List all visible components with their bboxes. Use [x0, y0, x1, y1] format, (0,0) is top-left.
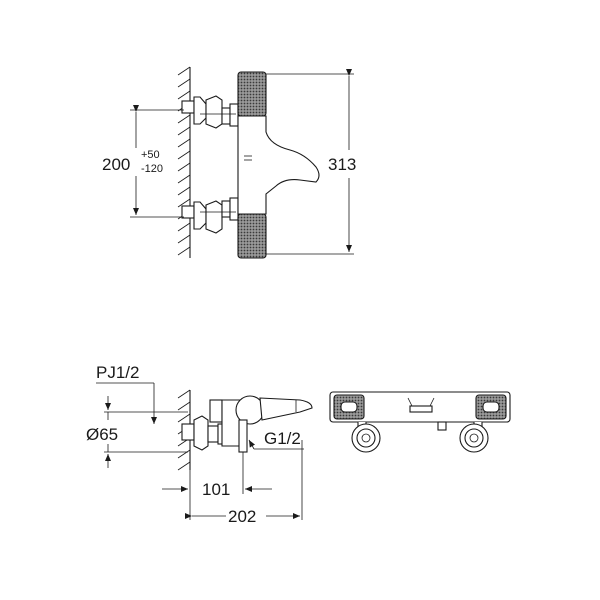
dim-inlet-thread-label: PJ1/2	[96, 363, 139, 382]
dim-inlet-thread: PJ1/2	[96, 363, 157, 424]
dim-spacing-minus: -120	[141, 163, 163, 175]
dim-center-depth-label: 101	[202, 480, 230, 499]
dim-outlet-thread-label: G1/2	[264, 429, 301, 448]
dim-connector-spacing: 200 +50 -120	[102, 105, 184, 218]
dim-outlet-thread: G1/2	[248, 429, 304, 450]
dim-diameter: Ø65	[86, 396, 188, 468]
dim-total-depth: 202	[185, 440, 303, 526]
wall-front	[177, 66, 191, 258]
spout-outlet	[238, 419, 248, 453]
lower-inlet-connector	[181, 197, 239, 234]
dim-diameter-label: Ø65	[86, 425, 118, 444]
dim-total-height: 313	[266, 69, 356, 255]
top-view-right-inlet	[459, 422, 489, 453]
bottom-handle-grip	[237, 213, 267, 259]
mixer-body-front	[237, 71, 320, 259]
upper-inlet-connector	[181, 95, 239, 129]
top-view-left-inlet	[351, 422, 381, 453]
top-view	[329, 391, 511, 453]
side-view: PJ1/2 Ø65 G1/2 101	[86, 363, 313, 526]
mixer-body-side	[221, 395, 313, 453]
dim-spacing-base: 200	[102, 155, 130, 174]
dim-spacing-plus: +50	[141, 149, 160, 161]
front-view: 200 +50 -120 313	[102, 66, 356, 259]
top-handle-grip	[237, 71, 267, 117]
dim-center-depth: 101	[162, 452, 272, 520]
dim-height-label: 313	[328, 155, 356, 174]
dim-total-depth-label: 202	[228, 507, 256, 526]
